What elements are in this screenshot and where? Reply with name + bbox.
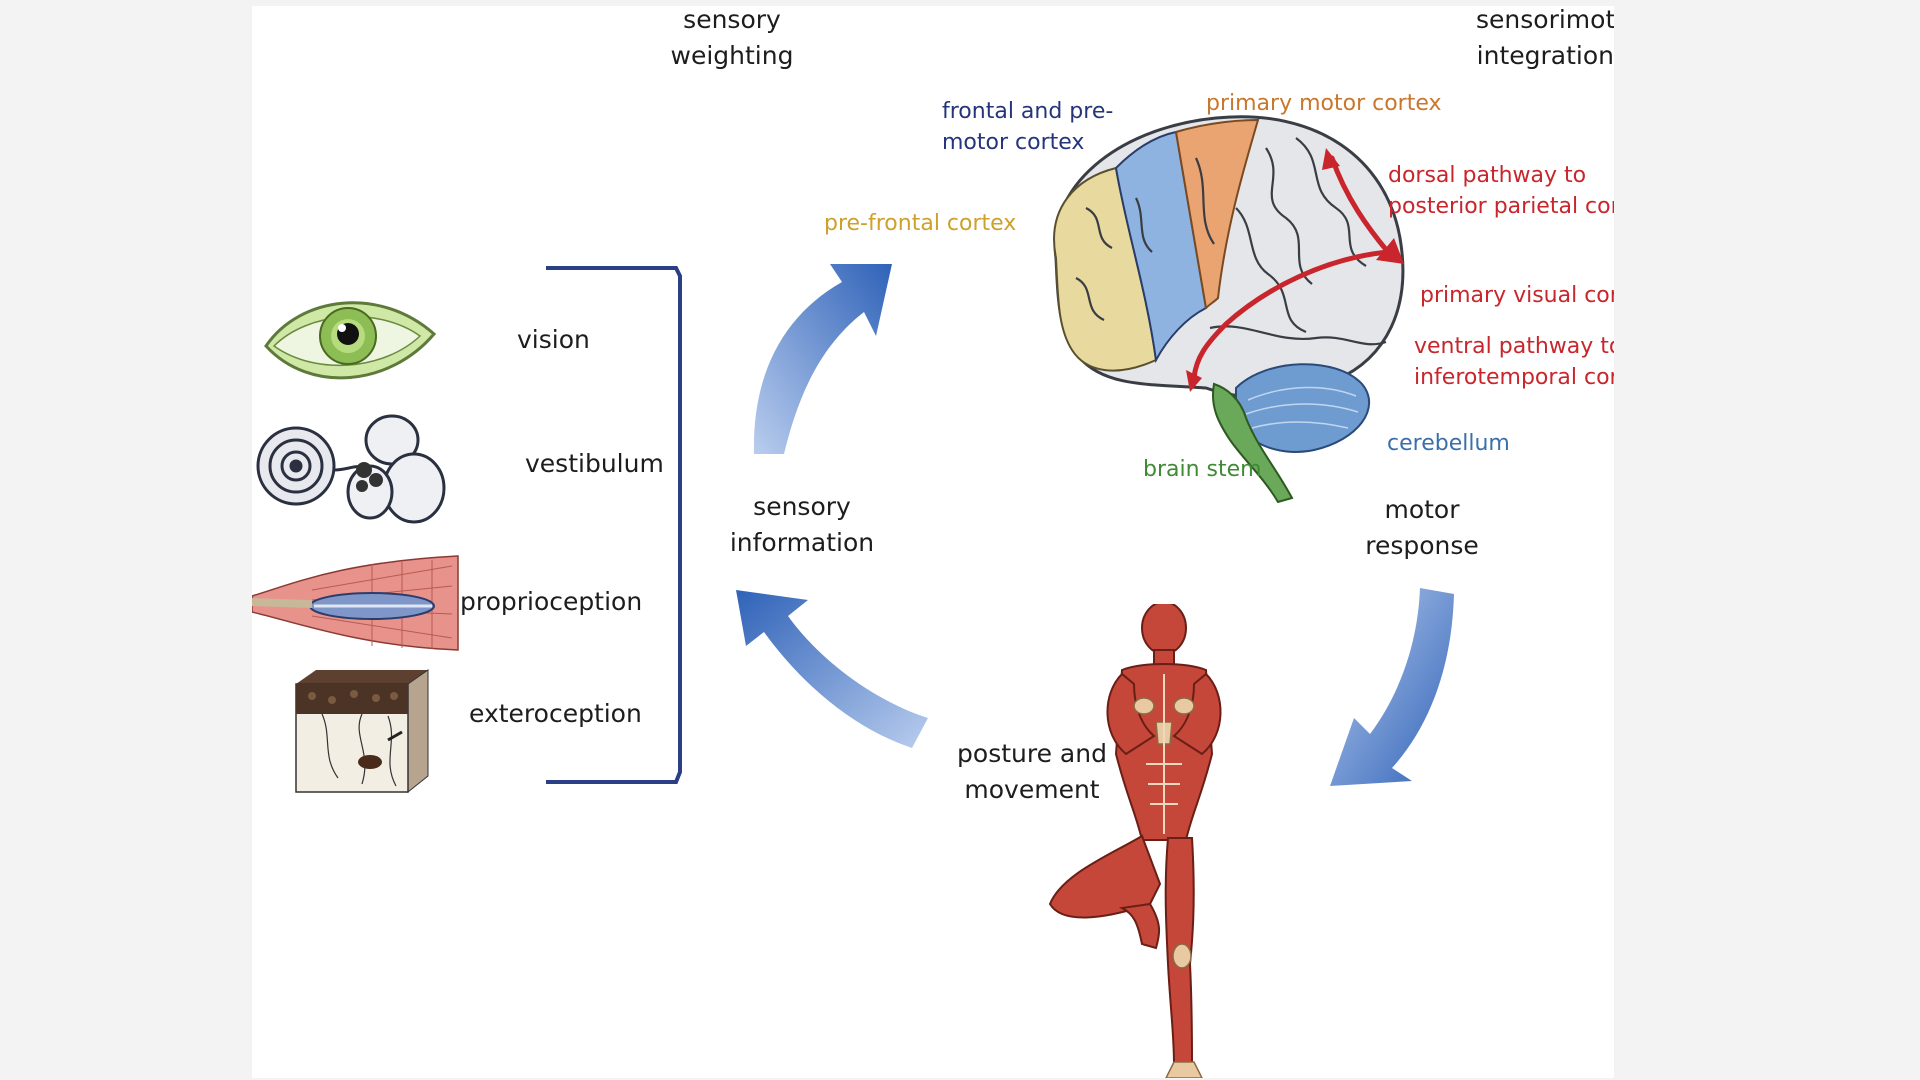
cycle-arrows-layer	[546, 264, 1454, 786]
label-brain-stem: brain stem	[1143, 457, 1262, 482]
label-ventral-line2: inferotemporal cor	[1414, 365, 1614, 390]
label-ventral-pathway: ventral pathway to inferotemporal cor	[1414, 331, 1614, 393]
label-sensory-information-line2: information	[729, 528, 875, 557]
label-dorsal-pathway: dorsal pathway to posterior parietal cor…	[1388, 160, 1614, 222]
brain-illustration	[1053, 115, 1405, 504]
arrow-to-brain	[753, 264, 892, 454]
label-primary-visual-cortex: primary visual cort	[1420, 283, 1614, 308]
skin-cross-section-icon	[295, 669, 429, 794]
label-cerebellum: cerebellum	[1387, 431, 1510, 456]
label-prefrontal-cortex: pre-frontal cortex	[824, 211, 1017, 236]
label-sensory-weighting-line1: sensory	[683, 6, 781, 34]
senses-bracket	[546, 266, 682, 784]
human-figure-tree-pose	[1048, 604, 1222, 1078]
arrow-to-senses	[736, 590, 928, 748]
label-posture-and-movement: posture and movement	[922, 736, 1142, 808]
label-primary-motor-cortex: primary motor cortex	[1206, 91, 1442, 116]
arrow-to-body	[1330, 588, 1454, 786]
label-frontal-line1: frontal and pre-	[942, 99, 1114, 124]
label-sensory-weighting: sensory weighting	[602, 6, 862, 74]
label-exteroception: exteroception	[469, 699, 642, 728]
label-sensorimotor-line2: integration	[1476, 41, 1614, 70]
label-frontal-line2: motor cortex	[942, 130, 1085, 155]
label-motor-response-line1: motor	[1384, 495, 1460, 524]
label-posture-line1: posture and	[957, 739, 1107, 768]
diagram-frame: sensory weighting sensorimoto integratio…	[252, 6, 1614, 1078]
label-sensorimotor-integration: sensorimoto integration	[1476, 6, 1614, 74]
muscle-spindle-icon	[252, 555, 459, 651]
label-dorsal-line1: dorsal pathway to	[1388, 163, 1587, 188]
label-proprioception: proprioception	[460, 587, 643, 616]
label-sensory-information-line1: sensory	[753, 492, 851, 521]
label-frontal-premotor-cortex: frontal and pre- motor cortex	[942, 96, 1113, 158]
label-motor-response: motor response	[1322, 492, 1522, 564]
label-sensory-weighting-line2: weighting	[670, 41, 794, 70]
label-motor-response-line2: response	[1365, 531, 1479, 560]
vestibular-organ-icon	[256, 414, 446, 524]
label-sensory-information: sensory information	[672, 489, 932, 561]
label-posture-line2: movement	[964, 775, 1100, 804]
eye-icon	[264, 301, 437, 380]
label-vestibulum: vestibulum	[525, 449, 664, 478]
label-dorsal-line2: posterior parietal cort	[1388, 194, 1614, 219]
label-ventral-line1: ventral pathway to	[1414, 334, 1614, 359]
label-vision: vision	[517, 325, 590, 354]
label-sensorimotor-line1: sensorimoto	[1476, 6, 1614, 34]
